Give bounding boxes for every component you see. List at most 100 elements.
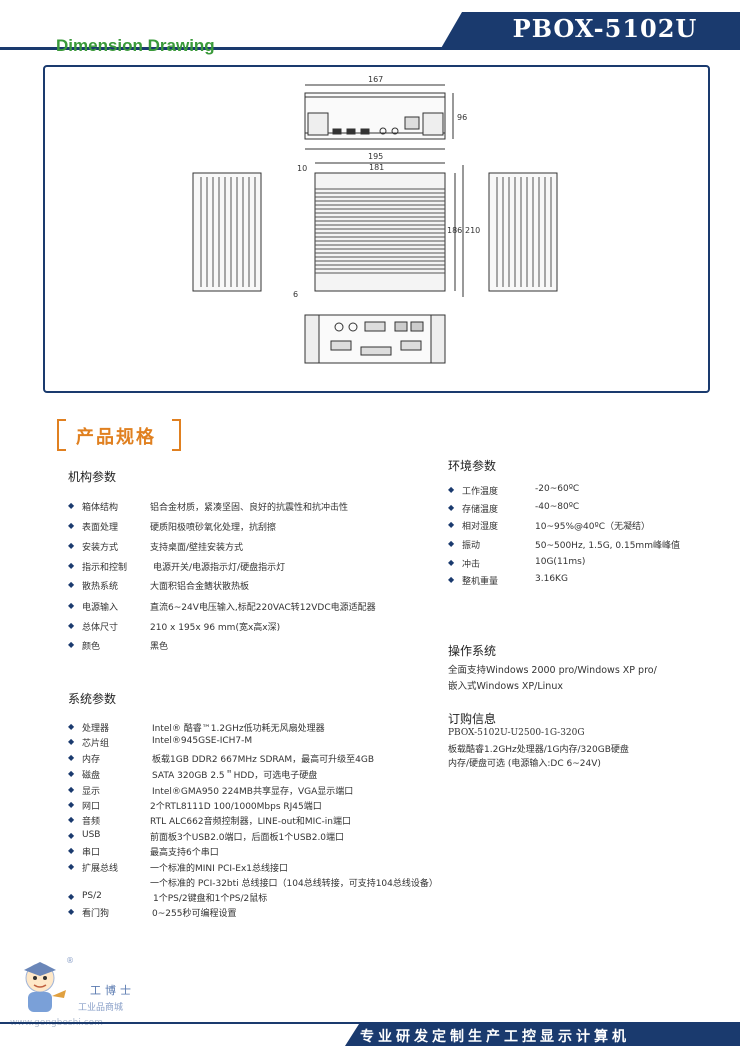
system-value: 1个PS/2键盘和1个PS/2鼠标 [153,894,268,904]
env-section-title: 环境参数 [448,459,497,473]
bullet-icon: ◆ [448,558,455,567]
env-value: 50~500Hz, 1.5G, 0.15mm峰峰值 [535,541,680,551]
system-label: 看门狗 [82,909,110,919]
mech-label: 颜色 [82,642,101,652]
order-model-code: PBOX-5102U-U2500-1G-320G [448,728,585,738]
registered-mark: ® [66,956,74,965]
mech-value: 铝合金材质，紧凑坚固、良好的抗震性和抗冲击性 [150,503,349,513]
env-value: 3.16KG [535,574,568,584]
bullet-icon: ◆ [68,907,75,916]
bullet-icon: ◆ [68,737,75,746]
os-line: 全面支持Windows 2000 pro/Windows XP pro/ [448,665,657,676]
bullet-icon: ◆ [68,640,75,649]
mech-label: 指示和控制 [82,563,128,573]
dim-186: 186 [447,226,462,235]
mech-value: 210 x 195x 96 mm(宽x高x深) [150,623,281,633]
dimension-drawing-title: Dimension Drawing [56,36,215,55]
bullet-icon: ◆ [68,621,75,630]
mascot-logo-icon [24,962,66,1012]
spec-heading: 产品规格 [76,427,156,448]
mech-section-title: 机构参数 [68,470,117,484]
env-label: 冲击 [462,560,481,570]
header-tab [440,12,740,50]
env-value: 10G(11ms) [535,557,586,567]
logo-subtitle: 工业品商城 [78,1003,124,1013]
system-section-title: 系统参数 [68,692,117,706]
bullet-icon: ◆ [448,575,455,584]
mech-value: 黑色 [150,642,169,652]
system-label: 扩展总线 [82,864,119,874]
model-title: PBOX-5102U [512,14,698,43]
system-value: 板载1GB DDR2 667MHz SDRAM，最高可升级至4GB [152,755,375,765]
mech-label: 电源输入 [82,603,119,613]
dim-181: 181 [369,163,384,172]
system-label: 网口 [82,802,101,812]
logo-name: 工博士 [90,984,135,997]
bullet-icon: ◆ [448,539,455,548]
dimension-drawing: 167 96 195 181 10 186 210 6 [192,75,558,364]
bullet-icon: ◆ [68,831,75,840]
system-value: Intel®945GSE-ICH7-M [152,736,253,746]
system-label: 显示 [82,787,101,797]
bullet-icon: ◆ [68,601,75,610]
bullet-icon: ◆ [68,862,75,871]
os-section-title: 操作系统 [448,644,497,658]
system-label: 串口 [82,848,101,858]
env-label: 工作温度 [462,487,499,497]
system-label: 处理器 [82,724,110,734]
env-label: 振动 [462,541,481,551]
dim-210: 210 [465,226,480,235]
bullet-icon: ◆ [68,501,75,510]
mech-label: 安装方式 [82,543,119,553]
system-value: 前面板3个USB2.0端口，后面板1个USB2.0端口 [150,833,345,843]
mech-label: 散热系统 [82,582,119,592]
system-value: 0~255秒可编程设置 [152,909,237,919]
order-line: 内存/硬盘可选 (电源输入:DC 6~24V) [448,759,601,769]
bullet-icon: ◆ [68,722,75,731]
mech-label: 总体尺寸 [82,623,119,633]
bullet-icon: ◆ [68,541,75,550]
mech-label: 表面处理 [82,523,119,533]
footer-slogan: 专业研发定制生产工控显示计算机 [360,1029,630,1045]
mech-value: 支持桌面/壁挂安装方式 [150,543,244,553]
bullet-icon: ◆ [448,520,455,529]
spec-heading-bracket [57,419,181,451]
system-label: 音频 [82,817,101,827]
system-label: 芯片组 [82,739,110,749]
mech-value: 直流6~24V电压输入,标配220VAC转12VDC电源适配器 [150,603,376,613]
system-value: Intel® 酷睿™1.2GHz低功耗无风扇处理器 [152,724,325,734]
footer-band [345,1024,740,1046]
system-value: 2个RTL8111D 100/1000Mbps RJ45端口 [150,802,322,812]
env-label: 相对湿度 [462,522,499,532]
dim-167: 167 [368,75,383,84]
mech-value: 硬质阳极喷砂氧化处理，抗刮擦 [150,523,277,533]
system-value: 最高支持6个串口 [150,848,219,858]
env-value: 10~95%@40ºC（无凝结） [535,522,650,532]
bullet-icon: ◆ [448,485,455,494]
mech-value: 电源开关/电源指示灯/硬盘指示灯 [153,563,286,573]
system-label: 内存 [82,755,101,765]
env-value: -40~80ºC [535,502,580,512]
system-value: RTL ALC662音频控制器，LINE-out和MIC-in端口 [150,817,352,827]
dim-96: 96 [457,113,467,122]
bullet-icon: ◆ [448,503,455,512]
bullet-icon: ◆ [68,769,75,778]
os-line: 嵌入式Windows XP/Linux [448,681,563,692]
mech-value: 大面积铝合金鳍状散热板 [150,582,250,592]
system-value: SATA 320GB 2.5＂HDD，可选电子硬盘 [152,771,318,781]
bullet-icon: ◆ [68,521,75,530]
system-value: Intel®GMA950 224MB共享显存，VGA显示端口 [152,787,354,797]
bullet-icon: ◆ [68,892,75,901]
bullet-icon: ◆ [68,800,75,809]
system-label: USB [82,830,101,840]
bullet-icon: ◆ [68,815,75,824]
system-label: PS/2 [82,891,102,901]
header-rule [0,47,740,50]
dim-6: 6 [293,290,298,299]
bullet-icon: ◆ [68,753,75,762]
order-section-title: 订购信息 [448,712,497,726]
env-label: 存储温度 [462,505,499,515]
bullet-icon: ◆ [68,785,75,794]
env-label: 整机重量 [462,577,499,587]
dim-10: 10 [297,164,307,173]
